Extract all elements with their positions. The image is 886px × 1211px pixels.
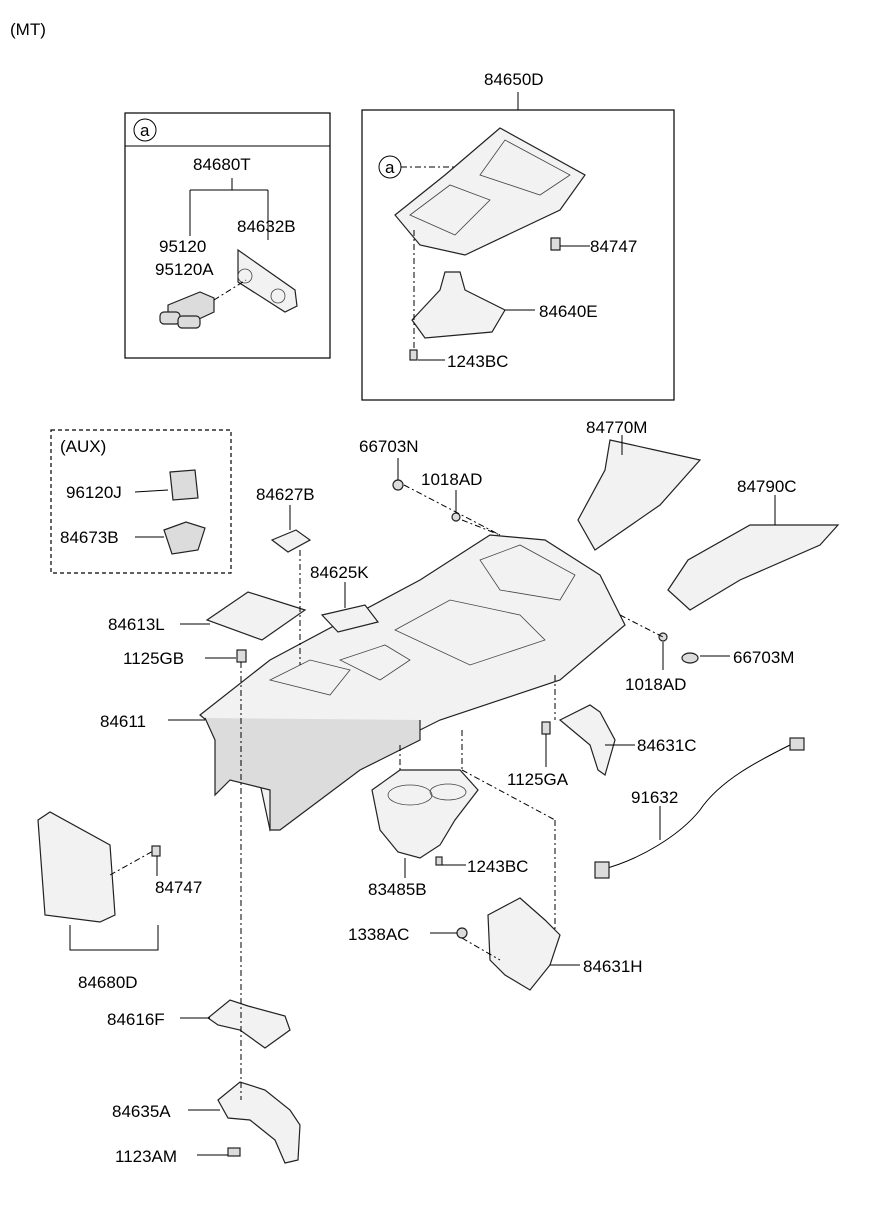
inset-a-box: a 84680T 84632B 95120 95120A: [124, 112, 331, 359]
console-body-84611: [199, 534, 626, 832]
panel-84790C: [667, 524, 840, 611]
bracket-84635A: [217, 1081, 301, 1164]
part-label-1338AC: 1338AC: [348, 925, 409, 944]
assembly-84650D-box: 84650D a 84747 84640E 1243BC: [361, 70, 675, 401]
part-label-84747-top: 84747: [590, 237, 637, 256]
cover-84625K: [320, 604, 380, 633]
part-label-84631H: 84631H: [583, 957, 643, 976]
part-label-66703M: 66703M: [733, 648, 794, 667]
aux-jack-96120J: [169, 469, 199, 501]
part-label-84613L: 84613L: [108, 615, 165, 634]
panel-84770M: [577, 439, 702, 551]
part-label-84611: 84611: [100, 712, 146, 731]
part-label-84616F: 84616F: [107, 1010, 165, 1029]
aux-bezel-84673B: [163, 521, 206, 555]
part-label-1123AM: 1123AM: [115, 1147, 177, 1166]
part-label-84627B: 84627B: [256, 485, 315, 504]
part-label-84790C: 84790C: [737, 477, 797, 496]
part-label-1018AD-top: 1018AD: [421, 470, 482, 489]
pad-84613L: [205, 591, 307, 641]
part-label-84650D: 84650D: [484, 70, 544, 89]
part-label-91632: 91632: [631, 788, 678, 807]
variant-label: (MT): [10, 20, 46, 39]
part-label-95120: 95120: [159, 237, 206, 256]
part-label-84673B: 84673B: [60, 528, 119, 547]
part-label-1018AD-bottom: 1018AD: [625, 675, 686, 694]
assembly-marker-a: a: [385, 158, 395, 177]
shift-boot-84640E: [411, 271, 506, 339]
bracket-84631H: [487, 897, 561, 991]
part-label-66703N: 66703N: [359, 437, 419, 456]
part-label-84770M: 84770M: [586, 418, 647, 437]
part-label-1125GB: 1125GB: [123, 649, 184, 668]
front-panel-84680D: [37, 811, 116, 923]
switch-plate-84632B: [237, 248, 298, 313]
part-label-84680D: 84680D: [78, 973, 138, 992]
part-label-1243BC-top: 1243BC: [447, 352, 508, 371]
part-label-96120J: 96120J: [66, 483, 122, 502]
cover-84627B: [270, 529, 312, 553]
aux-box: (AUX) 96120J 84673B: [50, 429, 232, 574]
part-label-84625K: 84625K: [310, 563, 369, 582]
part-label-83485B: 83485B: [368, 880, 427, 899]
part-label-1125GA: 1125GA: [507, 770, 569, 789]
part-label-84632B: 84632B: [237, 217, 296, 236]
part-label-84635A: 84635A: [112, 1102, 171, 1121]
cable-91632: [599, 744, 791, 871]
bracket-84631C: [558, 704, 616, 776]
aux-title: (AUX): [60, 437, 106, 456]
bracket-84616F: [207, 999, 291, 1049]
inset-a-marker: a: [140, 121, 150, 140]
part-label-84631C: 84631C: [637, 736, 697, 755]
part-label-84680T: 84680T: [193, 155, 251, 174]
part-label-84747-bottom: 84747: [155, 878, 202, 897]
part-label-1243BC-bottom: 1243BC: [467, 857, 528, 876]
cup-holder-83485B: [371, 769, 479, 859]
part-label-95120A: 95120A: [155, 260, 214, 279]
shift-bezel: [394, 127, 586, 256]
part-label-84640E: 84640E: [539, 302, 598, 321]
